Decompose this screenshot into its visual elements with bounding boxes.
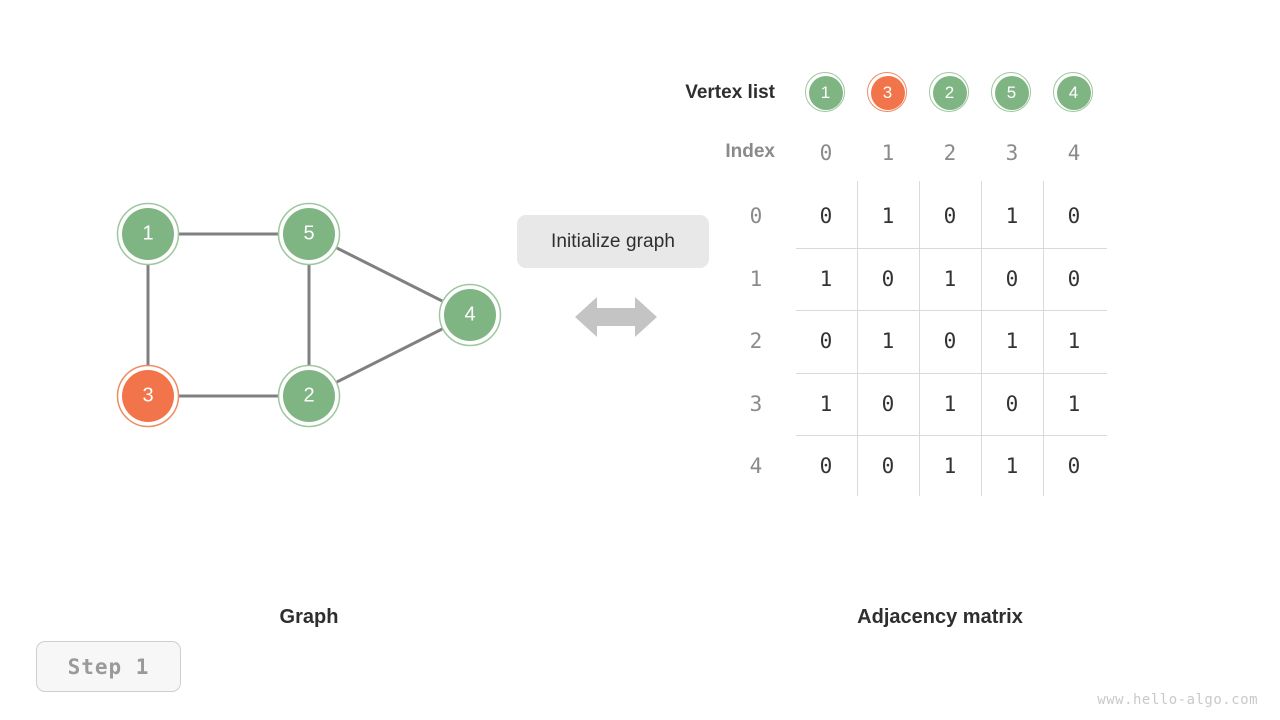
- graph-caption: Graph: [279, 606, 339, 628]
- vertex-chip-disc: [871, 76, 905, 110]
- graph-node-1: [122, 208, 174, 260]
- matrix-cell: 1: [819, 392, 833, 416]
- matrix-caption: Adjacency matrix: [857, 606, 1023, 628]
- matrix-gridline-horizontal: [796, 435, 1107, 436]
- graph-node-5: [283, 208, 335, 260]
- matrix-cell: 0: [1005, 267, 1019, 291]
- vertex-chip-label: 5: [1006, 83, 1017, 102]
- matrix-cell: 0: [819, 204, 833, 228]
- graph-node-3: [122, 370, 174, 422]
- vertex-chip-disc: [995, 76, 1029, 110]
- matrix-column-index: 1: [881, 141, 895, 165]
- graph-drawing: [116, 202, 502, 428]
- matrix-cell: 1: [943, 267, 957, 291]
- matrix-cell: 0: [943, 329, 957, 353]
- vertex-chip-label: 4: [1068, 83, 1079, 102]
- matrix-column-index: 2: [943, 141, 957, 165]
- vertex-chip-ring: [929, 72, 969, 112]
- index-row-label: Index: [725, 141, 775, 162]
- matrix-cell: 0: [1067, 204, 1081, 228]
- matrix-cell: 1: [819, 267, 833, 291]
- matrix-gridline-vertical: [919, 181, 920, 496]
- vertex-chip-4: 4: [1053, 72, 1095, 114]
- operation-chip-label: Initialize graph: [550, 230, 676, 252]
- matrix-row-index: 1: [749, 267, 763, 291]
- matrix-cell: 0: [881, 392, 895, 416]
- vertex-chip-2: 2: [929, 72, 971, 114]
- vertex-chip-5: 5: [991, 72, 1033, 114]
- matrix-row-index: 0: [749, 204, 763, 228]
- matrix-cell: 1: [1067, 329, 1081, 353]
- matrix-cell: 0: [1067, 267, 1081, 291]
- step-indicator: Step 1: [36, 641, 181, 692]
- matrix-cell: 1: [1005, 329, 1019, 353]
- operation-chip: Initialize graph: [517, 215, 709, 268]
- matrix-cell: 0: [943, 204, 957, 228]
- graph-node-layer: [116, 202, 502, 428]
- double-headed-arrow-icon: [575, 295, 657, 344]
- matrix-row-index: 4: [749, 454, 763, 478]
- graph-node-2: [283, 370, 335, 422]
- matrix-cell: 1: [1067, 392, 1081, 416]
- vertex-chip-3: 3: [867, 72, 909, 114]
- vertex-chip-ring: [805, 72, 845, 112]
- vertex-chip-1: 1: [805, 72, 847, 114]
- matrix-cell: 0: [1005, 392, 1019, 416]
- matrix-cell: 1: [1005, 454, 1019, 478]
- matrix-cell: 0: [881, 267, 895, 291]
- vertex-chip-ring: [867, 72, 907, 112]
- matrix-gridline-vertical: [1043, 181, 1044, 496]
- vertex-chip-disc: [809, 76, 843, 110]
- vertex-chip-label: 2: [944, 83, 955, 102]
- matrix-cell: 1: [1005, 204, 1019, 228]
- vertex-chip-label: 3: [882, 83, 893, 102]
- vertex-list-label: Vertex list: [685, 82, 775, 103]
- vertex-chip-ring: [991, 72, 1031, 112]
- matrix-gridline-horizontal: [796, 373, 1107, 374]
- step-indicator-label: Step 1: [67, 654, 150, 679]
- vertex-chip-disc: [933, 76, 967, 110]
- matrix-cell: 1: [881, 329, 895, 353]
- matrix-cell: 1: [943, 392, 957, 416]
- vertex-chip-ring: [1053, 72, 1093, 112]
- matrix-cell: 0: [881, 454, 895, 478]
- matrix-cell: 1: [881, 204, 895, 228]
- matrix-row-index: 2: [749, 329, 763, 353]
- matrix-column-index: 3: [1005, 141, 1019, 165]
- matrix-row-index: 3: [749, 392, 763, 416]
- matrix-cell: 1: [943, 454, 957, 478]
- site-watermark: www.hello-algo.com: [1097, 692, 1258, 708]
- matrix-column-index: 4: [1067, 141, 1081, 165]
- matrix-gridline-horizontal: [796, 248, 1107, 249]
- matrix-cell: 0: [1067, 454, 1081, 478]
- matrix-cell: 0: [819, 329, 833, 353]
- matrix-gridline-horizontal: [796, 310, 1107, 311]
- vertex-chip-label: 1: [820, 83, 831, 102]
- vertex-chip-disc: [1057, 76, 1091, 110]
- graph-node-4: [444, 289, 496, 341]
- matrix-column-index: 0: [819, 141, 833, 165]
- matrix-cell: 0: [819, 454, 833, 478]
- matrix-gridline-vertical: [857, 181, 858, 496]
- matrix-gridline-vertical: [981, 181, 982, 496]
- double-headed-arrow-glyph: [575, 297, 657, 337]
